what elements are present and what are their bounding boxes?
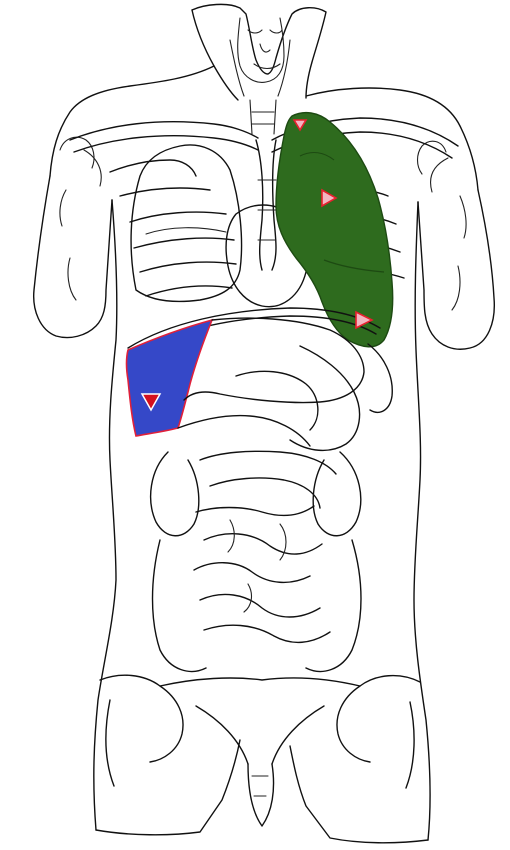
pelvis	[100, 675, 420, 826]
intestines	[153, 451, 362, 671]
liver-highlight[interactable]	[127, 320, 213, 436]
rib-cage	[70, 118, 458, 296]
right-lung-outline	[131, 145, 241, 302]
body-outline	[34, 66, 495, 843]
